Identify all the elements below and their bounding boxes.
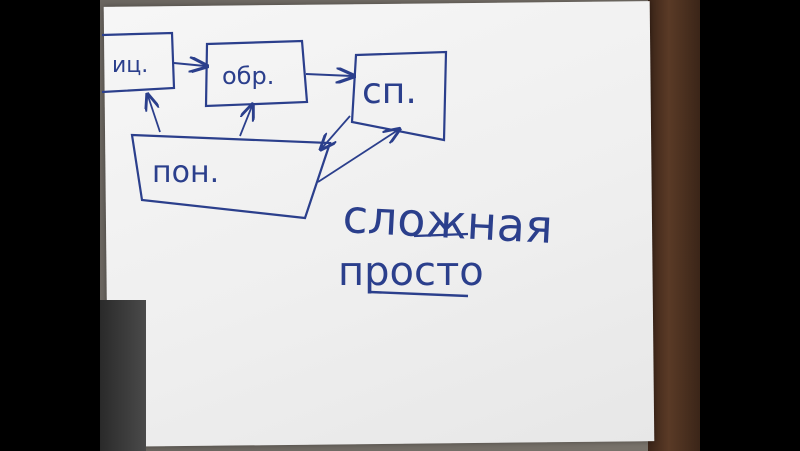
underline-slozhnaya <box>413 232 469 238</box>
box-1-label: иц. <box>112 53 148 78</box>
word-slozhnaya: сложная <box>341 189 554 254</box>
box-3-label: сп. <box>362 71 417 112</box>
arrow-box1-to-box2 <box>173 63 205 66</box>
diagram-box-3 <box>350 50 448 142</box>
arrow-box2-to-box3 <box>305 74 352 76</box>
diagram-box-1 <box>101 31 176 94</box>
arrow-box3-to-box4 <box>322 115 351 148</box>
arrow-box4-to-box2 <box>239 106 252 137</box>
diagram-box-2 <box>204 39 309 108</box>
person-sleeve <box>100 300 146 451</box>
arrow-box4-to-box1 <box>148 96 161 133</box>
word-prosto: просто <box>338 249 484 295</box>
box-4-label: пон. <box>152 155 219 190</box>
diagram-box-4 <box>130 133 332 220</box>
photo-scene <box>100 0 700 451</box>
underline-prosto <box>369 290 469 298</box>
wooden-door-edge <box>648 0 700 451</box>
box-2-label: обр. <box>222 62 274 90</box>
arrow-to-box3 <box>317 130 398 183</box>
